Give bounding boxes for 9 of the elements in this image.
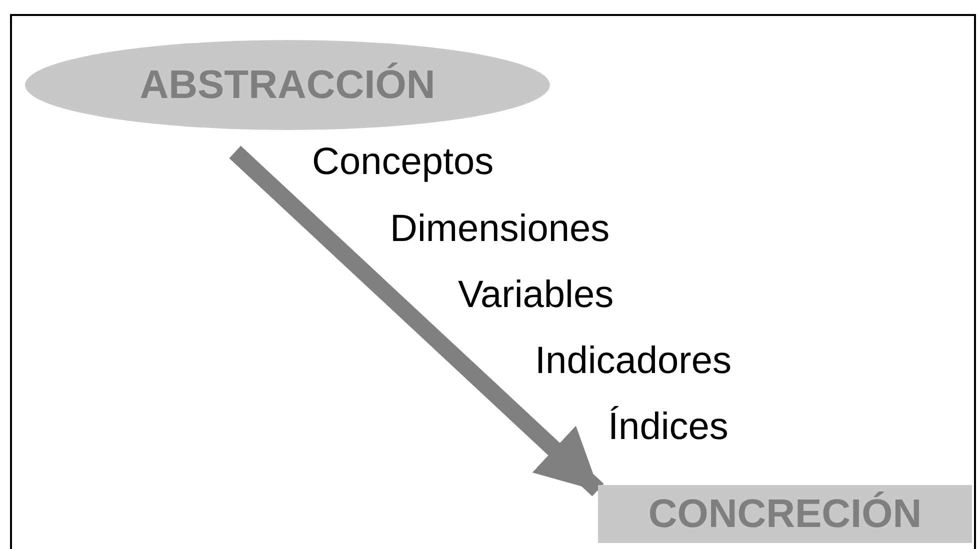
process-box <box>598 485 972 543</box>
level-label: Conceptos <box>312 143 494 181</box>
level-label: Índices <box>608 408 728 446</box>
level-label: Dimensiones <box>390 210 610 248</box>
arrow <box>229 146 604 496</box>
level-label: Variables <box>458 276 614 314</box>
level-label: Indicadores <box>535 342 732 380</box>
node-label: ABSTRACCIÓN <box>140 62 436 108</box>
node-label: CONCRECIÓN <box>648 492 922 536</box>
